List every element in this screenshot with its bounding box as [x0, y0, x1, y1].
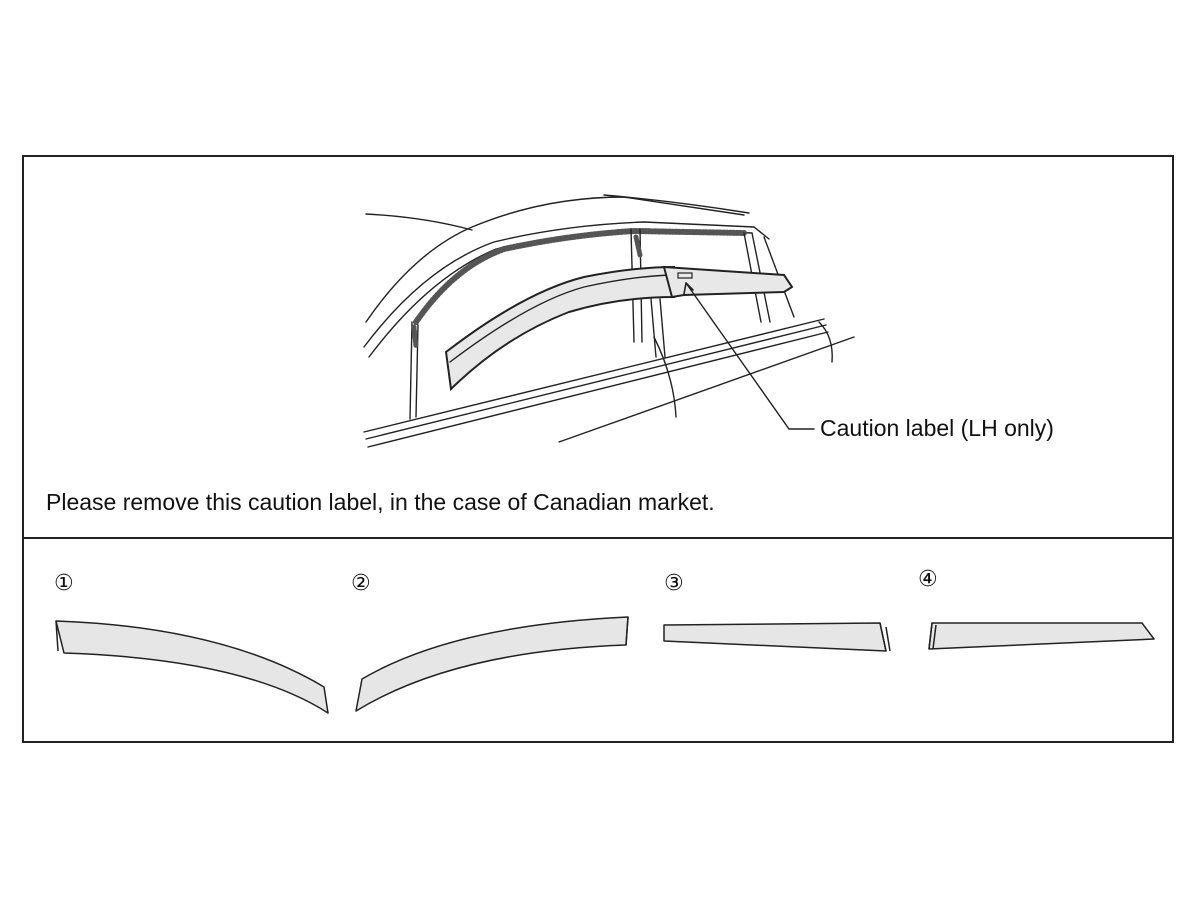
part-number-4: ④	[918, 567, 938, 592]
canadian-market-notice: Please remove this caution label, in the…	[46, 489, 715, 515]
diagram-frame: Caution label (LH only) Please remove th…	[22, 155, 1174, 743]
part-number-2: ②	[351, 571, 371, 596]
visor-part-3	[663, 622, 887, 652]
caution-label-callout: Caution label (LH only)	[820, 415, 1054, 441]
visor-part-4	[928, 622, 1155, 650]
part-number-1: ①	[54, 571, 74, 596]
visor-part-1	[55, 620, 329, 714]
car-door-illustration	[363, 194, 855, 448]
visor-part-2	[355, 616, 629, 712]
part-number-3: ③	[664, 571, 684, 596]
section-divider	[24, 537, 1172, 539]
visor-parts	[55, 616, 1155, 714]
